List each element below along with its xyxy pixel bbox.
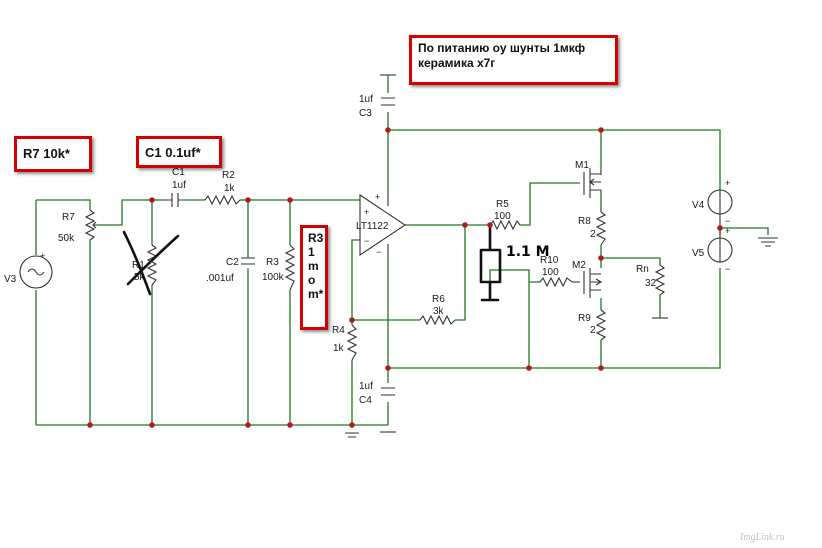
r8-label: R8 (578, 216, 591, 227)
opamp-lt1122: + − + − LT1122 (356, 192, 406, 257)
c2-capacitor: C2 .001uf (206, 257, 255, 284)
r10-value: 100 (542, 267, 559, 278)
svg-text:+: + (725, 226, 730, 236)
r6-resistor: R6 3k (419, 294, 456, 326)
c1-value: 1uf (172, 180, 186, 191)
c4-value: 1uf (359, 381, 373, 392)
r10-resistor: R10 100 (539, 255, 573, 288)
r2-resistor: R2 1k (204, 170, 241, 206)
r1-value: 5k (134, 272, 146, 283)
c1-label: C1 (172, 167, 185, 178)
r3-label: R3 (266, 257, 279, 268)
r3-value: 100k (262, 272, 285, 283)
handwritten-value: 1.1 M (506, 244, 550, 260)
r5-resistor: R5 100 (489, 199, 521, 231)
v5-source: + − V5 (692, 214, 733, 274)
m2-mosfet: M2 (572, 260, 603, 298)
r5-label: R5 (496, 199, 509, 210)
v5-label: V5 (692, 248, 705, 259)
r5-value: 100 (494, 211, 511, 222)
m1-mosfet: M1 (575, 160, 602, 198)
m2-label: M2 (572, 260, 586, 271)
opamp-label: LT1122 (356, 221, 389, 232)
c1-note: C1 0.1uf* (136, 136, 222, 168)
r6-label: R6 (432, 294, 445, 305)
junction-dots (87, 127, 723, 428)
svg-text:+: + (40, 251, 45, 261)
v4-source: + − V4 (692, 178, 733, 226)
svg-text:−: − (725, 264, 730, 274)
r2-label: R2 (222, 170, 235, 181)
r9-value: 2 (590, 325, 596, 336)
svg-text:+: + (364, 207, 369, 217)
c2-label: C2 (226, 257, 239, 268)
svg-text:+: + (725, 178, 730, 188)
rn-label: Rn (636, 264, 649, 275)
r9-label: R9 (578, 313, 591, 324)
r4-value: 1k (333, 343, 345, 354)
r3-note: R3 1 m o m* (300, 225, 328, 330)
r4-label: R4 (332, 325, 345, 336)
svg-text:+: + (375, 192, 380, 202)
r9-resistor: R9 2 (578, 309, 607, 341)
m1-label: M1 (575, 160, 589, 171)
c2-value: .001uf (206, 273, 234, 284)
rn-resistor: Rn 32 (636, 264, 666, 296)
r10-label: R10 (540, 255, 559, 266)
c3-label: C3 (359, 108, 372, 119)
v3-source: + V3 (4, 251, 53, 289)
r8-value: 2 (590, 229, 596, 240)
c4-capacitor: 1uf C4 (359, 381, 395, 406)
r7-value: 50k (58, 233, 75, 244)
c1-capacitor: C1 1uf (165, 167, 186, 207)
watermark: ImgLink.ru (740, 532, 785, 543)
c3-value: 1uf (359, 94, 373, 105)
power-note: По питанию оу шунты 1мкф керамика х7г (409, 35, 618, 85)
v3-label: V3 (4, 274, 17, 285)
svg-text:−: − (376, 247, 381, 257)
svg-text:−: − (725, 216, 730, 226)
r6-value: 3k (433, 306, 445, 317)
r8-resistor: R8 2 (578, 211, 607, 246)
rn-value: 32 (645, 278, 657, 289)
r2-value: 1k (224, 183, 236, 194)
svg-text:−: − (364, 236, 369, 246)
handwritten-resistor-mod: 1.1 M (479, 223, 550, 302)
c3-capacitor: 1uf C3 (359, 94, 395, 119)
r7-note: R7 10k* (14, 136, 92, 172)
r4-resistor: R4 1k (332, 324, 358, 361)
wires (35, 75, 769, 426)
r7-potentiometer: R7 50k (58, 209, 98, 244)
r3-resistor: R3 100k (262, 244, 296, 291)
r7-label: R7 (62, 212, 75, 223)
r1-resistor: R1 5k (122, 230, 180, 296)
ground-symbols (345, 74, 778, 438)
c4-label: C4 (359, 395, 372, 406)
v4-label: V4 (692, 200, 705, 211)
